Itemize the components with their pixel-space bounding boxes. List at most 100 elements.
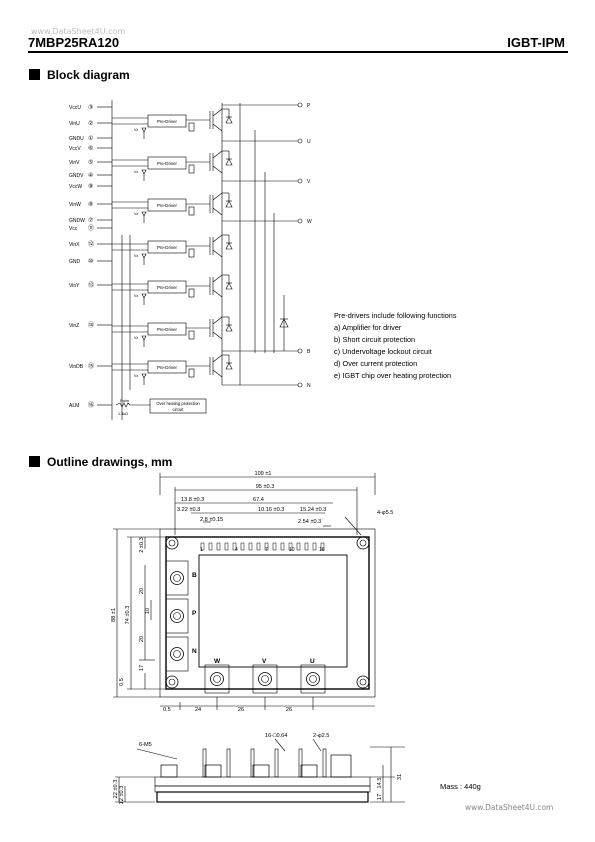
freewheel-diode (225, 116, 233, 124)
dim-hole: 4-φ5.5 (377, 510, 393, 516)
vz-label: Vz (134, 294, 138, 298)
dim-screw: 6-M5 (139, 742, 152, 748)
pin-label: VinDB (69, 364, 84, 370)
vz-label: Vz (134, 212, 138, 216)
dim-26b: 26 (286, 707, 292, 713)
sense-resistor (188, 288, 195, 298)
freewheel-diode (225, 242, 233, 250)
mounting-hole-icon (356, 675, 370, 689)
dim-3-22: 3.22 ±0.3 (177, 507, 200, 513)
outline-side-view: 6-M5 16-□0.64 2-φ2.5 14.5 17 31 22 ±0.3 … (113, 733, 405, 804)
pre-driver-label: Pre-Driver (157, 365, 178, 370)
mounting-hole-inner-icon (168, 678, 176, 686)
header-rule (28, 51, 568, 53)
pre-driver-box (147, 280, 187, 294)
control-pin-icon (216, 542, 221, 551)
control-pin-icon (232, 542, 237, 551)
pin-number: ⑫ (88, 240, 94, 248)
pin-label: VccU (69, 105, 81, 111)
dim-overall-width: 109 ±1 (254, 471, 271, 477)
pre-driver-note-a: a) Amplifier for driver (334, 323, 402, 332)
pin-label: GNDU (69, 136, 84, 142)
output-label: V (307, 179, 311, 185)
output-label: U (307, 139, 311, 145)
terminal-side-icon (204, 764, 222, 778)
block-diagram-title: Block diagram (47, 68, 130, 82)
igbt-collector (212, 316, 223, 325)
igbt-emitter (212, 331, 223, 340)
ohp-label-2: circuit (173, 407, 185, 412)
output-label: B (307, 349, 311, 355)
part-number: 7MBP25RA120 (28, 35, 120, 50)
pin-number: ① (88, 135, 93, 142)
pin-number: ⑯ (88, 401, 94, 409)
pre-driver-label: Pre-Driver (157, 245, 178, 250)
dim-2-8: 2.8 ±0.15 (200, 517, 223, 523)
screw-terminal-icon (170, 647, 184, 661)
vz-label: Vz (134, 254, 138, 258)
screw-terminal-inner-icon (213, 675, 221, 683)
dim-h-17: 17 (377, 794, 383, 800)
terminal-label-b: B (192, 572, 197, 579)
pre-driver-label: Pre-Driver (157, 285, 178, 290)
zener-icon (141, 335, 147, 341)
dim-height-88: 88 ±1 (111, 608, 117, 622)
outline-drawings-title: Outline drawings, mm (47, 455, 173, 469)
zener-icon (141, 293, 147, 299)
output-terminal-icon (297, 102, 303, 108)
output-label: N (307, 383, 311, 389)
mounting-hole-icon (165, 536, 179, 550)
dim-17: 17 (139, 665, 145, 671)
pin-label: VinV (69, 160, 80, 166)
output-terminal-icon (297, 218, 303, 224)
screw-terminal-icon (258, 672, 272, 686)
control-pin-icon (320, 542, 325, 551)
screw-terminal-icon (170, 609, 184, 623)
screw-terminal-icon (306, 672, 320, 686)
pre-driver-label: Pre-Driver (157, 203, 178, 208)
screw-terminal-inner-icon (173, 574, 181, 582)
vz-label: Vz (134, 128, 138, 132)
dim-pins-16: 16-□0.64 (265, 733, 287, 739)
zener-icon (141, 169, 147, 175)
control-pin-icon (280, 542, 285, 551)
ohp-box (149, 398, 207, 414)
dim-mount-pitch: 95 ±0.3 (256, 484, 275, 490)
section-square-icon (29, 69, 40, 80)
pin-label: GNDV (69, 173, 84, 179)
control-pin-side-icon (322, 748, 327, 778)
output-terminal-icon (297, 178, 303, 184)
control-pin-icon (208, 542, 213, 551)
pin-label: VinX (69, 242, 80, 248)
pin-number-7: 7 (265, 547, 268, 553)
terminal-label-n: N (192, 648, 197, 655)
pin-label: Vcc (69, 226, 78, 232)
pin-label: VinY (69, 283, 80, 289)
outline-top-view: 109 ±1 95 ±0.3 13.8 ±0.3 67.4 3.22 ±0.3 … (111, 471, 393, 713)
pre-driver-label: Pre-Driver (157, 119, 178, 124)
pre-driver-box (147, 322, 187, 336)
dim-10-16: 10.16 ±0.3 (258, 507, 284, 513)
dim-0-5-left: 0.5 (119, 678, 125, 686)
control-pin-icon (224, 542, 229, 551)
ralm-resistor (115, 402, 150, 408)
dim-pins-2: 2-φ2.5 (313, 733, 329, 739)
mounting-hole-inner-icon (168, 539, 176, 547)
pin-number: ③ (88, 104, 93, 111)
ohp-label: Over heating protection (156, 401, 200, 406)
post-side-icon (330, 754, 352, 778)
output-terminal-icon (297, 138, 303, 144)
igbt-collector (212, 274, 223, 283)
pin-number-10: 10 (289, 547, 295, 553)
pin-number: ④ (88, 172, 93, 179)
terminal-side-icon (300, 764, 318, 778)
pin-label: GND (69, 259, 81, 265)
screw-terminal-inner-icon (173, 612, 181, 620)
igbt-emitter (212, 369, 223, 378)
screw-terminal-icon (170, 571, 184, 585)
output-terminal-icon (297, 382, 303, 388)
control-pin-side-icon (274, 748, 279, 778)
ralm-value: 1.5kΩ (118, 412, 128, 416)
